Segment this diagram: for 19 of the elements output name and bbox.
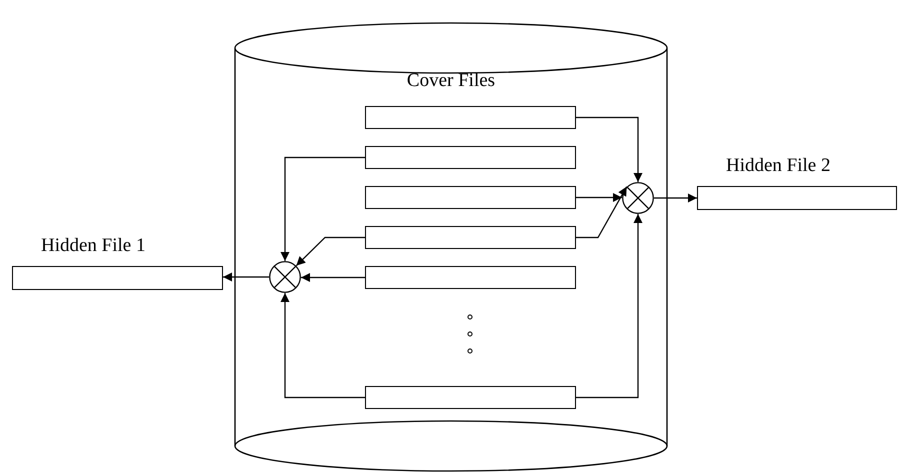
file-bar [365,386,576,409]
file-label: Hidden File 1 [41,235,146,257]
arrow [296,236,365,266]
arrow [280,293,365,398]
arrow [280,156,365,261]
file-bar [365,226,576,249]
file-label: Hidden File 2 [726,155,830,177]
arrow [576,193,622,202]
arrow [223,272,269,282]
arrow [576,214,642,398]
file-bar [365,186,576,209]
arrow [576,116,642,182]
cylinder-title: Cover Files [406,70,496,92]
arrow [576,186,628,238]
arrow [301,273,365,282]
arrow [654,194,697,202]
file-bar [365,266,576,289]
file-bar [365,106,576,129]
file-bar [365,146,576,169]
